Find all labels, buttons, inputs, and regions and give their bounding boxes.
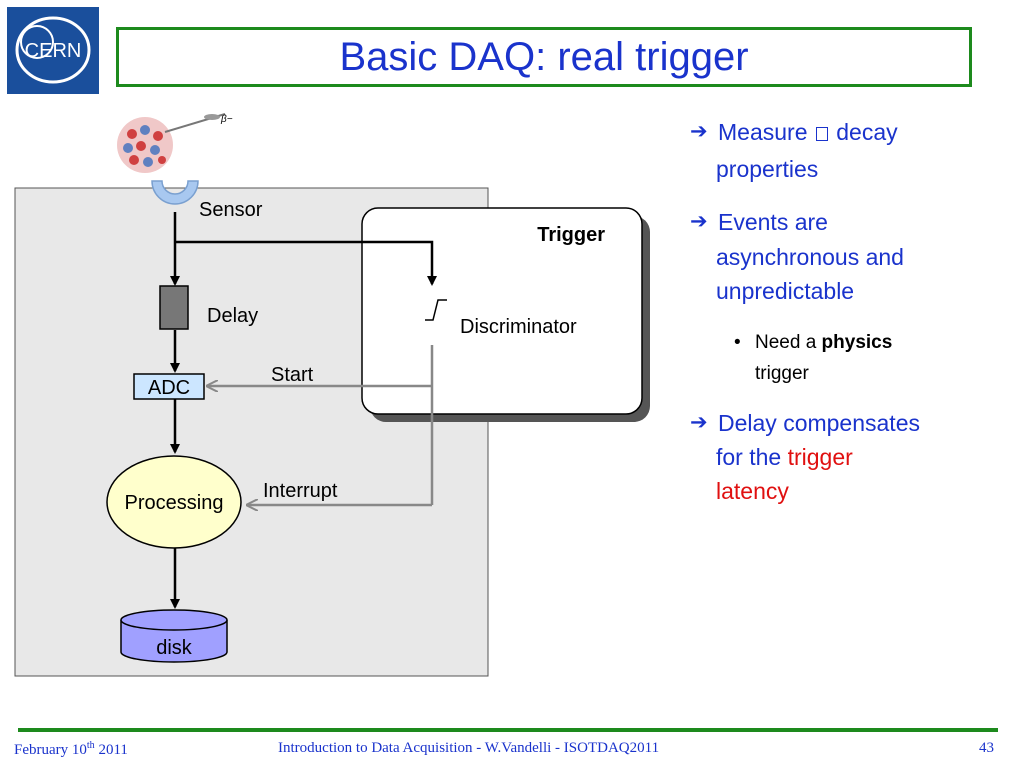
bullet-text: decay [836, 119, 898, 145]
slide-title: Basic DAQ: real trigger [339, 35, 749, 79]
title-frame [116, 27, 972, 87]
cern-logo-text: CERN [25, 40, 82, 62]
bullet-delay-line2: for the trigger [716, 440, 853, 474]
bullet-delay-line1: Delay compensates [718, 410, 920, 436]
bullet-text: Measure [718, 119, 808, 145]
interrupt-label: Interrupt [263, 480, 338, 502]
processing-label: Processing [125, 492, 224, 514]
footer-date-sup: th [86, 740, 95, 751]
footer-date-year: 2011 [94, 742, 128, 758]
beta-label: β− [220, 114, 233, 125]
disk-icon [120, 609, 228, 663]
sensor-icon [151, 180, 199, 205]
sub-bullet-line1: Need a physics [755, 329, 892, 357]
adc-block [133, 373, 205, 400]
cern-logo: CERN [7, 7, 99, 94]
sub-bullet-dot: • [734, 332, 741, 353]
trigger-feed-line [175, 240, 437, 286]
sub-bullet-bold: physics [821, 332, 893, 353]
bullet-text: for the [716, 444, 788, 470]
delay-label: Delay [207, 305, 258, 327]
bullet-highlight: trigger [787, 444, 853, 470]
footer-date-text: February 10 [14, 742, 87, 758]
bullet-measure-line2: properties [716, 156, 819, 182]
discriminator-symbol [425, 299, 447, 321]
bullet-measure: Measure decay [718, 115, 898, 149]
nucleus-icon: β− [117, 113, 233, 173]
arrow-bullet-icon: ➔ [690, 411, 708, 434]
arrow-bullet-icon: ➔ [690, 210, 708, 233]
start-label: Start [271, 364, 314, 386]
disk-label: disk [156, 637, 193, 659]
page-number: 43 [979, 740, 994, 756]
bullet-events-line1: Events are [718, 209, 828, 235]
footer-center-text: Introduction to Data Acquisition - W.Van… [278, 740, 660, 756]
sub-bullet-line2: trigger [755, 363, 809, 384]
bullet-events-line2: asynchronous and [716, 244, 904, 270]
bullet-events-line3: unpredictable [716, 278, 855, 304]
footer-divider [18, 728, 998, 732]
footer-date: February 10th 2011 [14, 740, 128, 759]
delay-block [159, 285, 189, 330]
sub-bullet-text: Need a [755, 332, 822, 353]
bullet-delay-line3: latency [716, 478, 789, 504]
adc-label: ADC [148, 377, 190, 399]
trigger-label: Trigger [537, 224, 605, 246]
discriminator-label: Discriminator [460, 316, 577, 338]
arrow-bullet-icon: ➔ [690, 120, 708, 143]
sensor-label: Sensor [199, 199, 263, 221]
missing-glyph-icon [815, 126, 828, 141]
